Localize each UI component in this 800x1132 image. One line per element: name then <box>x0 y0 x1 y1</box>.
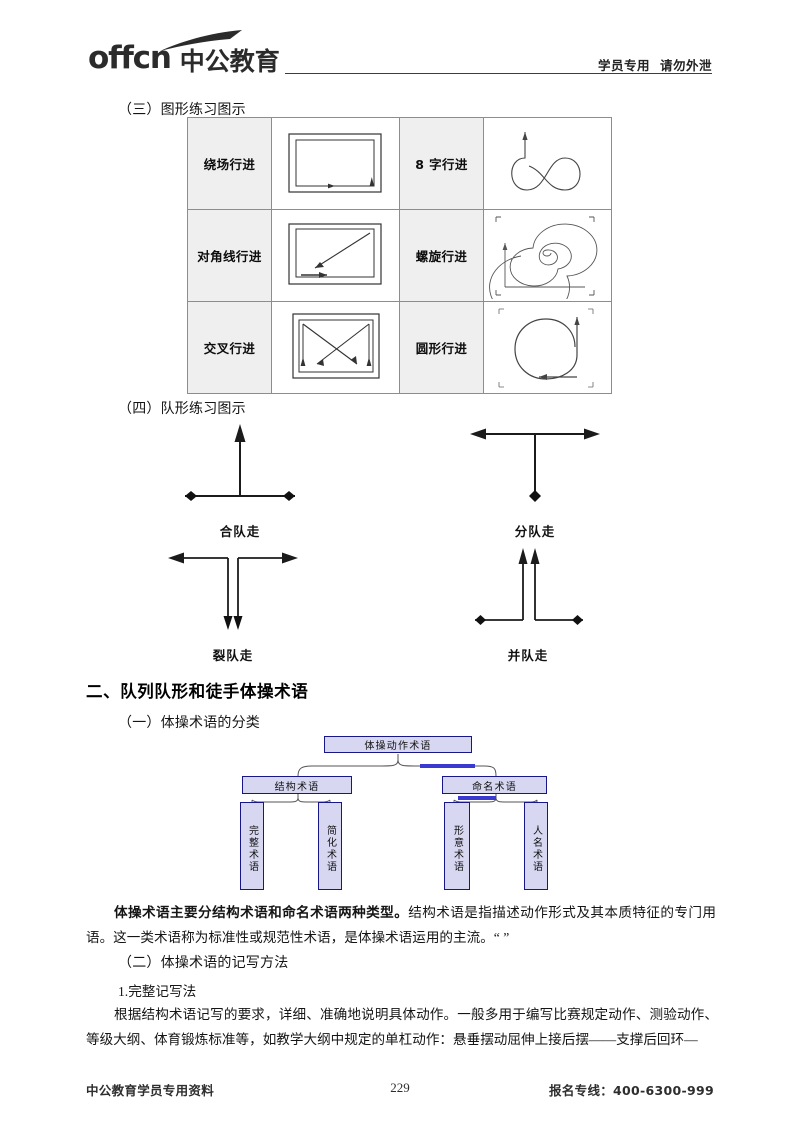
table-row: 交叉行进 圆形行进 <box>187 301 612 394</box>
formation-figure-bingdui: 并队走 <box>443 542 613 664</box>
double-down-split-icon <box>168 552 298 630</box>
formation-caption-bingdui: 并队走 <box>507 648 549 663</box>
page-header: offcn 中公教育 学员专用请勿外泄 <box>0 0 800 86</box>
spiral-path-icon <box>488 216 597 299</box>
section-four-label: （四）队形练习图示 <box>118 401 246 417</box>
cross-path-icon <box>291 312 380 379</box>
sub-item-complete-notation: 1.完整记写法 <box>118 984 197 999</box>
header-notice-part2: 请勿外泄 <box>659 58 712 73</box>
figure-eight-path-icon <box>510 131 580 191</box>
hierarchy-node-root: 体操动作术语 <box>324 736 472 753</box>
table-row: 对角线行进 螺旋行进 <box>187 209 612 302</box>
hierarchy-node-complete: 完整术语 <box>240 802 264 890</box>
cell-figure-circle <box>483 301 612 394</box>
footer-hotline: 报名专线：400-6300-999 <box>549 1083 714 1098</box>
header-notice-part1: 学员专用 <box>597 58 650 73</box>
logo-chinese-text: 中公教育 <box>179 47 280 76</box>
hierarchy-connectors <box>251 754 538 803</box>
double-up-merge-icon <box>475 548 583 625</box>
cell-figure-cross <box>271 301 400 394</box>
footer-left-text: 中公教育学员专用资料 <box>86 1083 215 1098</box>
paragraph-bold-lead: 体操术语主要分结构术语和命名术语两种类型。 <box>114 905 409 920</box>
paragraph-terminology-types: 体操术语主要分结构术语和命名术语两种类型。结构术语是指描述动作形式及其本质特征的… <box>86 900 716 950</box>
formation-figure-fendui: 分队走 <box>450 418 620 540</box>
figure-practice-table: 绕场行进 8 字行进 对角线行进 <box>187 117 612 394</box>
cell-label-spiral: 螺旋行进 <box>399 209 484 302</box>
formation-caption-hedui: 合队走 <box>219 524 261 539</box>
hierarchy-node-naming: 命名术语 <box>442 776 547 794</box>
hierarchy-node-structural: 结构术语 <box>242 776 352 794</box>
header-notice: 学员专用请勿外泄 <box>598 55 712 74</box>
circle-path-icon <box>498 308 593 387</box>
cell-label-diagonal: 对角线行进 <box>187 209 272 302</box>
brand-logo: offcn 中公教育 <box>88 30 280 76</box>
t-up-merge-icon <box>185 424 295 501</box>
section-two-sub-one-label: （一）体操术语的分类 <box>118 715 260 731</box>
header-divider-rule <box>285 73 712 74</box>
table-row: 绕场行进 8 字行进 <box>187 117 612 210</box>
section-three-label: （三）图形练习图示 <box>118 102 246 118</box>
cell-label-eight-shape: 8 字行进 <box>399 117 484 210</box>
cell-label-circle: 圆形行进 <box>399 301 484 394</box>
formation-caption-fendui: 分队走 <box>514 524 556 539</box>
paragraph-complete-notation: 根据结构术语记写的要求，详细、准确地说明具体动作。一般多用于编写比赛规定动作、测… <box>86 1007 718 1047</box>
hierarchy-node-simplified: 简化术语 <box>318 802 342 890</box>
diagonal-path-icon <box>287 222 382 285</box>
formation-caption-liedui: 裂队走 <box>212 648 254 663</box>
hierarchy-node-descriptive: 形意术语 <box>444 802 470 890</box>
cell-figure-figure-eight <box>483 117 612 210</box>
paragraph-rest: 结构术语是指描述动作形式及其本质特征的专门用语。这一类术语称为标准性或规范性术语… <box>86 905 716 945</box>
cell-figure-diagonal <box>271 209 400 302</box>
t-down-split-icon <box>470 428 600 502</box>
cell-label-rao-chang: 绕场行进 <box>187 117 272 210</box>
cell-figure-rectangle-loop <box>271 117 400 210</box>
page-footer: 中公教育学员专用资料 229 报名专线：400-6300-999 <box>0 1080 800 1102</box>
terminology-hierarchy-chart: 体操动作术语 结构术语 命名术语 完整术语 简化术语 形意术语 人名术语 <box>232 736 582 892</box>
formation-figure-liedui: 裂队走 <box>148 542 318 664</box>
logo-latin-text: offcn <box>88 40 172 76</box>
hierarchy-node-eponymous: 人名术语 <box>524 802 548 890</box>
section-two-sub-two-label: （二）体操术语的记写方法 <box>118 955 289 971</box>
rectangle-loop-path-icon <box>287 132 382 193</box>
cell-label-cross: 交叉行进 <box>187 301 272 394</box>
cell-figure-spiral <box>483 209 612 302</box>
section-two-heading: 二、队列队形和徒手体操术语 <box>86 682 309 701</box>
footer-page-number: 229 <box>390 1080 410 1095</box>
formation-figure-hedui: 合队走 <box>155 418 325 540</box>
